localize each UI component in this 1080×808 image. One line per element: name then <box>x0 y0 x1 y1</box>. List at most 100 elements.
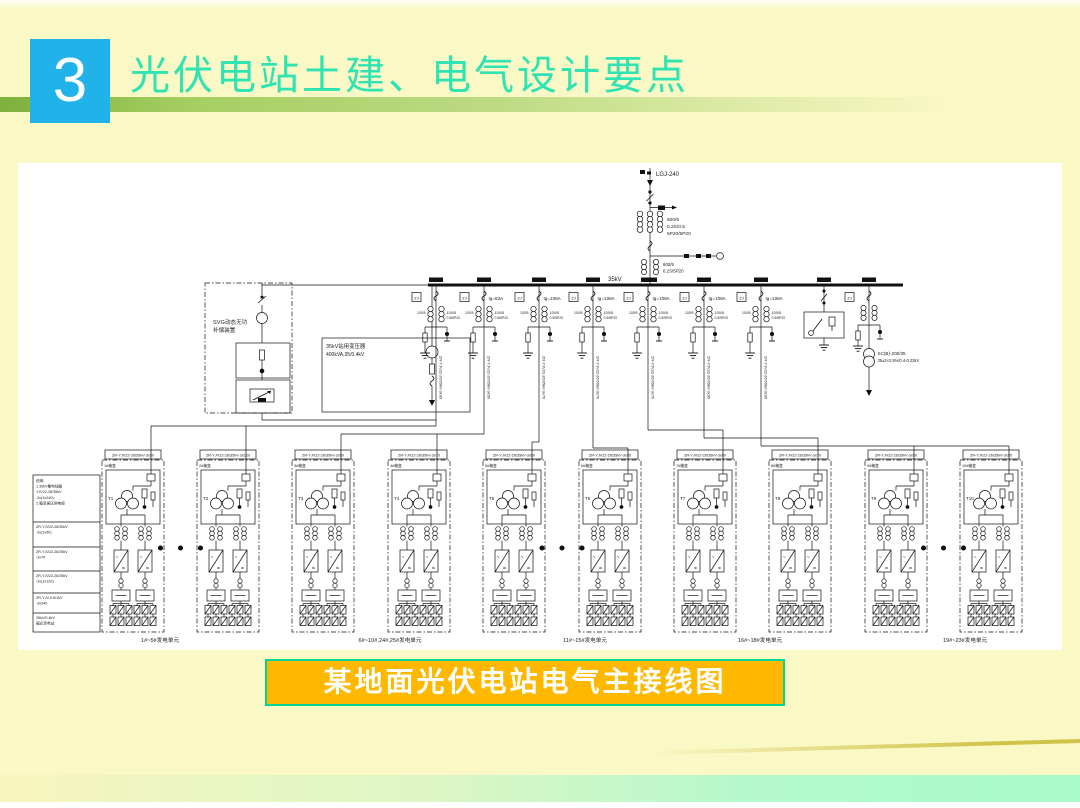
svg-text:~: ~ <box>688 555 691 561</box>
svg-text:100/5: 100/5 <box>659 311 669 315</box>
legend-box: 说明:1.35kV集电线路YJV22-26/35kV-3x(1x240);2.箱… <box>32 474 101 633</box>
svg-text:ZR-YJV22-26/35kV-3x95: ZR-YJV22-26/35kV-3x95 <box>970 453 1012 457</box>
svg-text:=: = <box>312 566 315 572</box>
section-number-box: 3 <box>30 39 110 123</box>
svg-text:35kV站用变压器: 35kV站用变压器 <box>326 342 366 350</box>
svg-text:T6: T6 <box>585 496 591 501</box>
svg-text:=: = <box>408 566 411 572</box>
svg-text:ZJ: ZJ <box>462 296 466 301</box>
slide-title: 光伏电站土建、电气设计要点 <box>130 53 689 98</box>
svg-text:SVG动态无功: SVG动态无功 <box>213 318 248 326</box>
svg-text:Ig=108A: Ig=108A <box>709 296 727 301</box>
svg-text:0.5/5P20: 0.5/5P20 <box>495 316 509 320</box>
svg-text:19#~23#发电单元: 19#~23#发电单元 <box>943 636 988 644</box>
svg-text:~: ~ <box>497 555 500 561</box>
svg-text:LGJ-240: LGJ-240 <box>656 172 680 178</box>
svg-text:T9: T9 <box>871 496 877 501</box>
svg-text:=: = <box>217 566 220 572</box>
svg-text:ZJ: ZJ <box>414 296 418 301</box>
ellipsis-dots <box>157 545 967 551</box>
svg-text:0.5/5P20: 0.5/5P20 <box>659 316 673 320</box>
svg-text:~: ~ <box>807 555 810 561</box>
svg-text:100/5: 100/5 <box>520 311 529 315</box>
svg-text:=: = <box>599 566 602 572</box>
svg-text:ZJ: ZJ <box>847 296 851 301</box>
feeder-bay-1: ZJ100/50.5/5P20100/5ZR-YJV22-26/35kV-3x9… <box>150 277 460 451</box>
footer-white-strip <box>0 802 1080 808</box>
svg-text:6#箱变: 6#箱变 <box>581 463 593 468</box>
svg-text:=: = <box>885 566 888 572</box>
svg-text:~: ~ <box>712 555 715 561</box>
svg-text:T8: T8 <box>775 496 781 501</box>
svg-text:=: = <box>694 566 697 572</box>
svg-text:-3x(1x240);: -3x(1x240); <box>36 496 55 500</box>
svg-text:4#箱变: 4#箱变 <box>390 463 402 468</box>
svg-text:ZR-YJV22-26/35kV: ZR-YJV22-26/35kV <box>36 550 68 554</box>
svg-text:2.箱变高压侧电缆: 2.箱变高压侧电缆 <box>36 500 65 505</box>
svg-text:600/5: 600/5 <box>663 262 675 267</box>
svg-text:35±2×2.5%/0.4-0.23kV: 35±2×2.5%/0.4-0.23kV <box>878 358 920 363</box>
svg-text:100/5: 100/5 <box>495 311 505 315</box>
busbar-35kv: 35kV <box>428 277 903 287</box>
svg-text:-3x(1x50): -3x(1x50) <box>36 531 52 535</box>
header-underline-bar <box>0 97 1080 112</box>
svg-text:~: ~ <box>903 555 906 561</box>
svg-text:16#~18#发电单元: 16#~18#发电单元 <box>738 636 783 644</box>
svg-text:Ig=108A: Ig=108A <box>653 296 671 301</box>
svg-text:=: = <box>336 566 339 572</box>
svg-text:ZJ: ZJ <box>739 296 743 301</box>
svg-text:=: = <box>789 566 792 572</box>
svg-text:~: ~ <box>998 555 1001 561</box>
svg-text:8#箱变: 8#箱变 <box>771 463 783 468</box>
svg-text:100/5: 100/5 <box>447 311 457 315</box>
caption-box: 某地面光伏电站电气主接线图 <box>265 659 785 706</box>
svg-text:ZR-YJV22-26/35kV-3x70: ZR-YJV22-26/35kV-3x70 <box>651 356 656 400</box>
svg-text:Ig=63A: Ig=63A <box>489 296 505 301</box>
svg-text:~: ~ <box>879 555 882 561</box>
svg-text:~: ~ <box>306 555 309 561</box>
svg-text:0.5/5P20: 0.5/5P20 <box>715 316 729 320</box>
svg-text:5#箱变: 5#箱变 <box>485 463 497 468</box>
svg-text:10#箱变: 10#箱变 <box>962 463 976 468</box>
svg-text:=: = <box>980 566 983 572</box>
svg-text:100/5: 100/5 <box>604 311 614 315</box>
svg-text:ZR-YJV22-26/35kV-3x95: ZR-YJV22-26/35kV-3x95 <box>589 453 631 457</box>
svg-text:补偿装置: 补偿装置 <box>213 326 236 334</box>
svg-text:=: = <box>1004 566 1007 572</box>
svg-text:100/5: 100/5 <box>742 311 751 315</box>
svg-text:ZR-YJV22-26/35kV-3x95: ZR-YJV22-26/35kV-3x95 <box>707 356 712 399</box>
svg-text:1.35kV集电线路: 1.35kV集电线路 <box>36 484 63 489</box>
svg-text:=: = <box>718 566 721 572</box>
svg-text:ZJ: ZJ <box>517 296 521 301</box>
svg-text:=: = <box>813 566 816 572</box>
pt-bay <box>803 277 845 351</box>
svg-text:T5: T5 <box>489 496 495 501</box>
svg-text:~: ~ <box>426 555 429 561</box>
svg-text:说明:: 说明: <box>36 478 44 483</box>
svg-text:-3x240: -3x240 <box>36 602 47 606</box>
svg-text:ZR-YJV22-26/35kV-3x120: ZR-YJV22-26/35kV-3x120 <box>206 453 250 457</box>
svg-text:ZR-YJV22-26/35kV-3x70: ZR-YJV22-26/35kV-3x70 <box>542 356 547 400</box>
svg-text:=: = <box>623 566 626 572</box>
svg-text:ZJ: ZJ <box>626 296 630 301</box>
svg-text:1#~5#发电单元: 1#~5#发电单元 <box>141 636 179 644</box>
top-highlight <box>0 0 1080 10</box>
svg-text:ZR-YJV-0.6/1kV: ZR-YJV-0.6/1kV <box>36 596 63 600</box>
svg-text:100/5: 100/5 <box>629 311 638 315</box>
svg-text:ZR-YJV22-26/35kV-3x70: ZR-YJV22-26/35kV-3x70 <box>596 356 601 400</box>
svg-text:35kV/0.4kV: 35kV/0.4kV <box>36 616 55 620</box>
svg-text:600/5: 600/5 <box>667 217 679 223</box>
